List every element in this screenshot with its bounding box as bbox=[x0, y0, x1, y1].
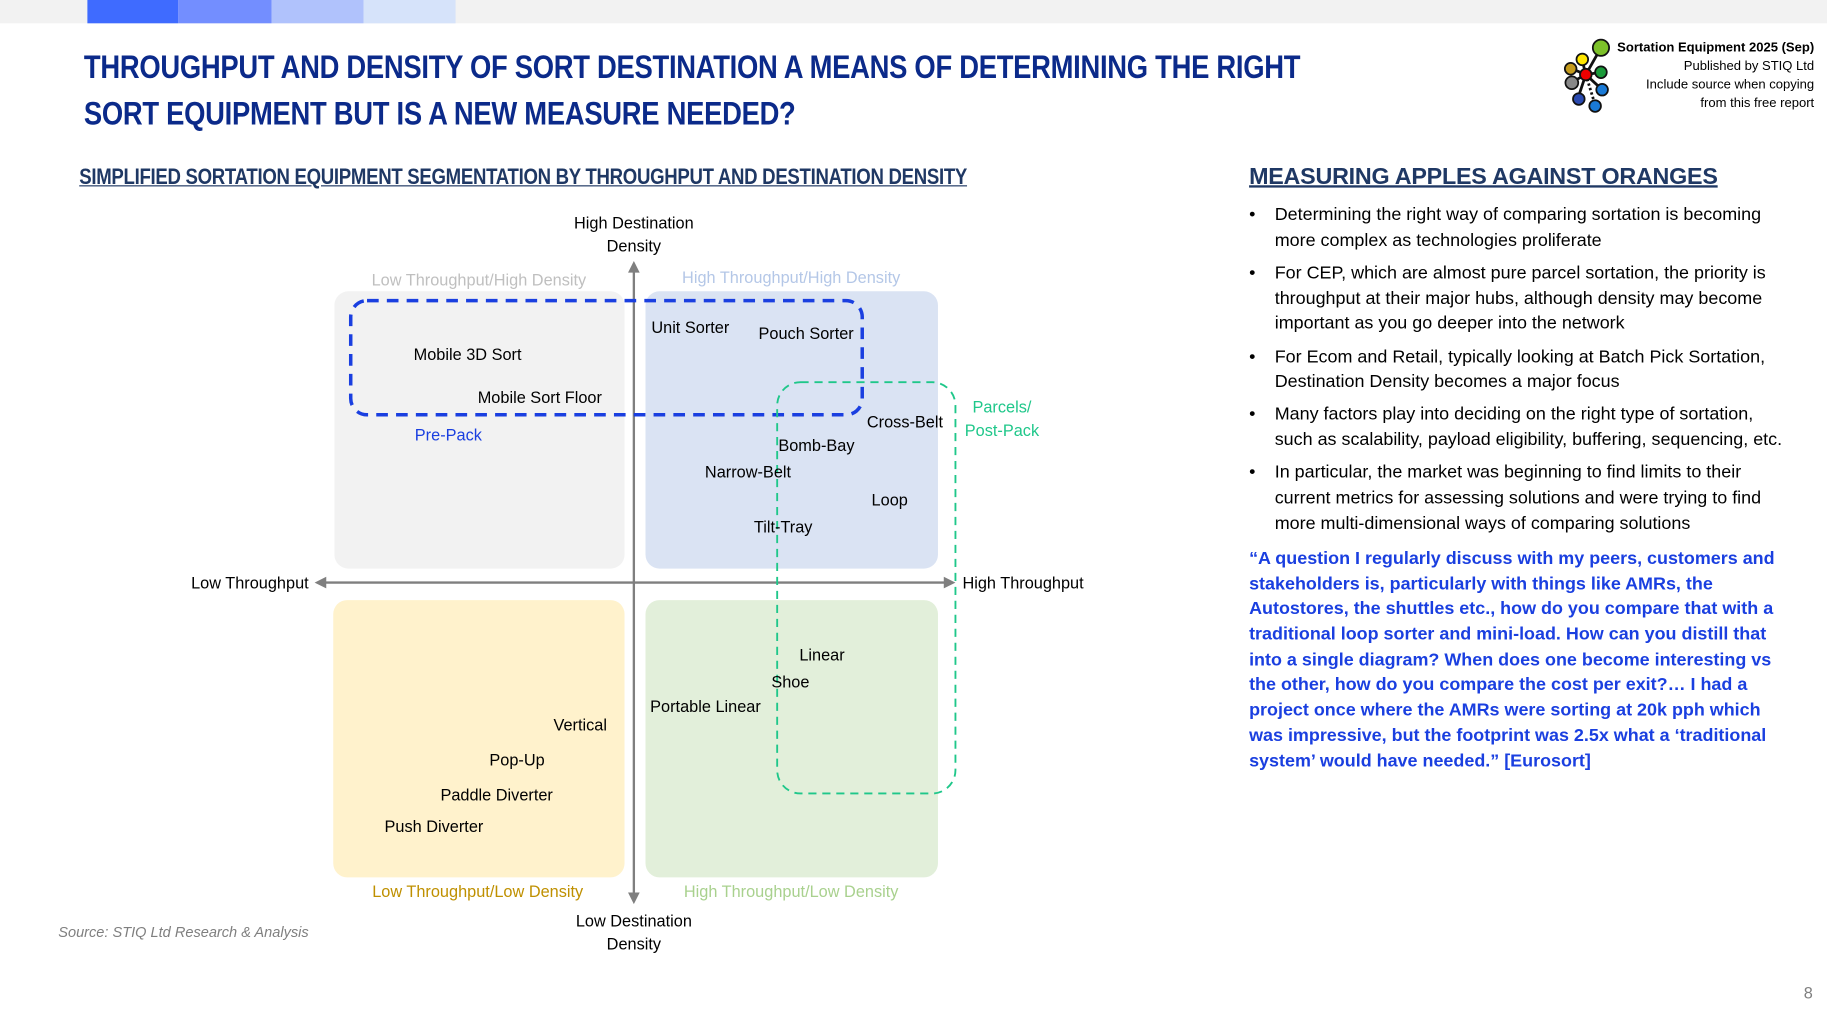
logo-note-1: Include source when copying bbox=[1646, 78, 1815, 93]
title-line-2: SORT EQUIPMENT BUT IS A NEW MEASURE NEED… bbox=[83, 95, 796, 132]
arrow-down-icon bbox=[628, 892, 640, 905]
axis-label-left: Low Throughput bbox=[191, 573, 309, 592]
bullet-item: For CEP, which are almost pure parcel so… bbox=[1249, 261, 1785, 337]
logo-caption: Sortation Equipment 2025 (Sep) Published… bbox=[1617, 38, 1814, 113]
quadrant-low-throughput-low-density bbox=[333, 600, 625, 878]
logo-title: Sortation Equipment 2025 (Sep) bbox=[1617, 40, 1815, 55]
axis-bottom-line-1: Low Destination bbox=[575, 911, 692, 930]
quadrant-label-tr: High Throughput/High Density bbox=[682, 267, 901, 287]
quadrant-label-tl: Low Throughput/High Density bbox=[371, 270, 587, 289]
source-note: Source: STIQ Ltd Research & Analysis bbox=[58, 923, 309, 941]
arrow-up-icon bbox=[628, 261, 640, 273]
title-line-1: THROUGHPUT AND DENSITY OF SORT DESTINATI… bbox=[83, 48, 1301, 86]
quote-text: “A question I regularly discuss with my … bbox=[1249, 548, 1775, 771]
logo-note-2: from this free report bbox=[1700, 96, 1815, 111]
chart-subtitle: SIMPLIFIED SORTATION EQUIPMENT SEGMENTAT… bbox=[79, 165, 968, 190]
equipment-linear: Linear bbox=[799, 645, 845, 665]
bullet-item: For Ecom and Retail, typically looking a… bbox=[1249, 344, 1785, 395]
arrow-right-icon bbox=[943, 576, 956, 589]
side-column: Determining the right way of comparing s… bbox=[1249, 203, 1785, 774]
bullet-item: In particular, the market was beginning … bbox=[1249, 461, 1785, 537]
arrow-left-icon bbox=[314, 576, 327, 589]
parcels-region bbox=[776, 381, 957, 795]
equipment-bomb-bay: Bomb-Bay bbox=[778, 435, 855, 455]
equipment-tilt-tray: Tilt-Tray bbox=[753, 517, 813, 536]
quadrant-low-throughput-high-density bbox=[334, 291, 625, 569]
axis-label-top: High Destination Density bbox=[574, 211, 694, 258]
progress-segment-4 bbox=[363, 0, 456, 24]
equipment-vertical: Vertical bbox=[553, 715, 607, 735]
progress-segment-2 bbox=[178, 0, 272, 24]
group-label-parcels: Parcels/ Post-Pack bbox=[965, 395, 1039, 442]
axis-bottom-line-2: Density bbox=[606, 934, 662, 954]
axis-label-right: High Throughput bbox=[962, 573, 1084, 592]
equipment-narrow-belt: Narrow-Belt bbox=[704, 462, 792, 482]
equipment-portable-linear: Portable Linear bbox=[650, 696, 761, 716]
group-label-prepack: Pre-Pack bbox=[414, 425, 482, 444]
progress-segment-3 bbox=[271, 0, 364, 24]
quadrant-label-bl: Low Throughput/Low Density bbox=[372, 882, 584, 901]
page-title: THROUGHPUT AND DENSITY OF SORT DESTINATI… bbox=[84, 44, 1529, 137]
parcels-line-1: Parcels/ bbox=[972, 397, 1032, 416]
bullet-list: Determining the right way of comparing s… bbox=[1249, 203, 1785, 544]
bullet-item: Many factors play into deciding on the r… bbox=[1249, 402, 1785, 453]
axis-label-bottom: Low Destination Density bbox=[576, 909, 692, 956]
equipment-mobile-3d-sort: Mobile 3D Sort bbox=[413, 344, 522, 364]
equipment-cross-belt: Cross-Belt bbox=[866, 412, 944, 432]
parcels-line-2: Post-Pack bbox=[964, 420, 1040, 440]
equipment-shoe: Shoe bbox=[771, 672, 810, 691]
equipment-unit-sorter: Unit Sorter bbox=[651, 318, 730, 337]
equipment-pop-up: Pop-Up bbox=[489, 750, 545, 770]
equipment-paddle-diverter: Paddle Diverter bbox=[440, 785, 553, 804]
equipment-push-diverter: Push Diverter bbox=[384, 816, 484, 836]
top-bar bbox=[0, 0, 1827, 24]
equipment-loop: Loop bbox=[871, 490, 908, 510]
progress-segment-1 bbox=[87, 0, 179, 24]
quadrant-label-br: High Throughput/Low Density bbox=[683, 882, 899, 901]
logo-publisher: Published by STIQ Ltd bbox=[1683, 59, 1815, 74]
axis-top-line-2: Density bbox=[606, 236, 662, 256]
bullet-item: Determining the right way of comparing s… bbox=[1249, 203, 1785, 254]
quadrant-high-throughput-low-density bbox=[645, 600, 938, 878]
axis-top-line-1: High Destination bbox=[574, 213, 694, 232]
equipment-mobile-sort-floor: Mobile Sort Floor bbox=[477, 388, 602, 407]
side-heading: MEASURING APPLES AGAINST ORANGES bbox=[1249, 164, 1718, 190]
page-number: 8 bbox=[1803, 983, 1813, 1003]
equipment-pouch-sorter: Pouch Sorter bbox=[758, 323, 854, 343]
quadrant-high-throughput-high-density bbox=[645, 291, 938, 569]
prepack-region bbox=[348, 298, 864, 417]
